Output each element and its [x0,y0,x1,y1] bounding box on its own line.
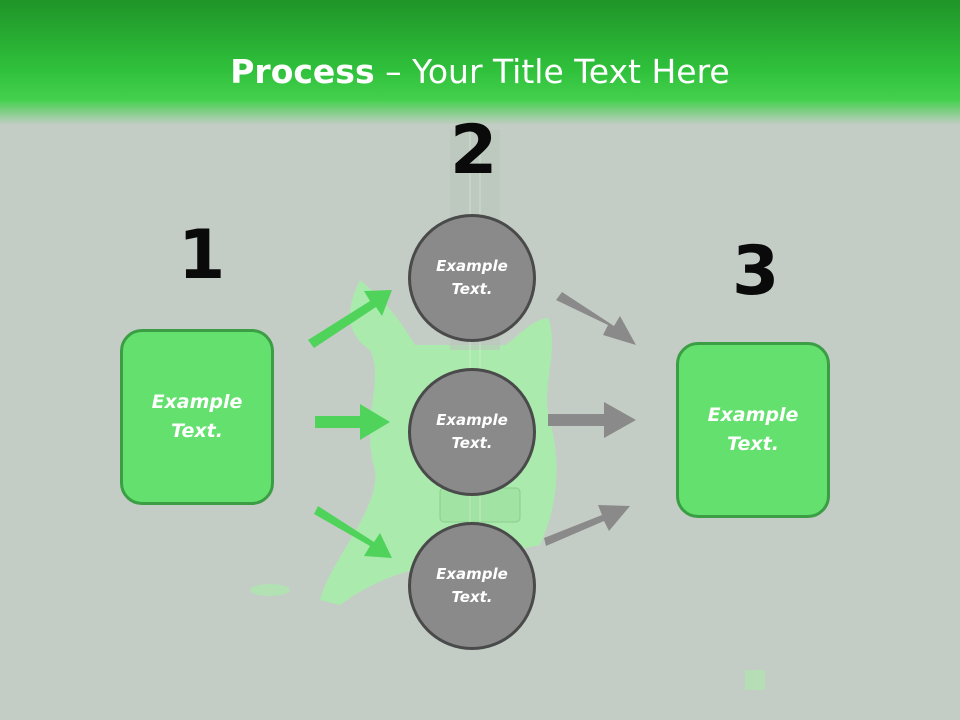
arrow-right [315,404,390,440]
step-number-2: 2 [450,111,498,190]
circle-text: Example Text. [436,257,508,298]
arrows-to-circles [308,290,392,558]
arrow-up-right-gray [544,505,630,546]
step-number-1: 1 [178,216,226,295]
arrow-right-gray [548,402,636,438]
arrow-down-right [314,506,392,558]
step-3-text: Example Text. [707,404,799,455]
arrow-up-right [308,290,392,348]
step-1-text: Example Text. [151,391,243,442]
slide-title: Process – Your Title Text Here [0,52,960,91]
step-2-circle-middle: Example Text. [408,368,536,496]
title-bold: Process [230,52,375,91]
title-separator: – [385,52,402,91]
step-2-circle-bottom: Example Text. [408,522,536,650]
arrows-to-box-3 [544,292,636,546]
step-2-circle-top: Example Text. [408,214,536,342]
circle-text: Example Text. [436,565,508,606]
step-1-box: Example Text. [120,329,274,505]
circle-text: Example Text. [436,411,508,452]
title-bar [0,0,960,125]
arrow-down-right-gray [556,292,636,345]
step-3-box: Example Text. [676,342,830,518]
step-number-3: 3 [732,232,780,311]
title-rest: Your Title Text Here [412,52,730,91]
